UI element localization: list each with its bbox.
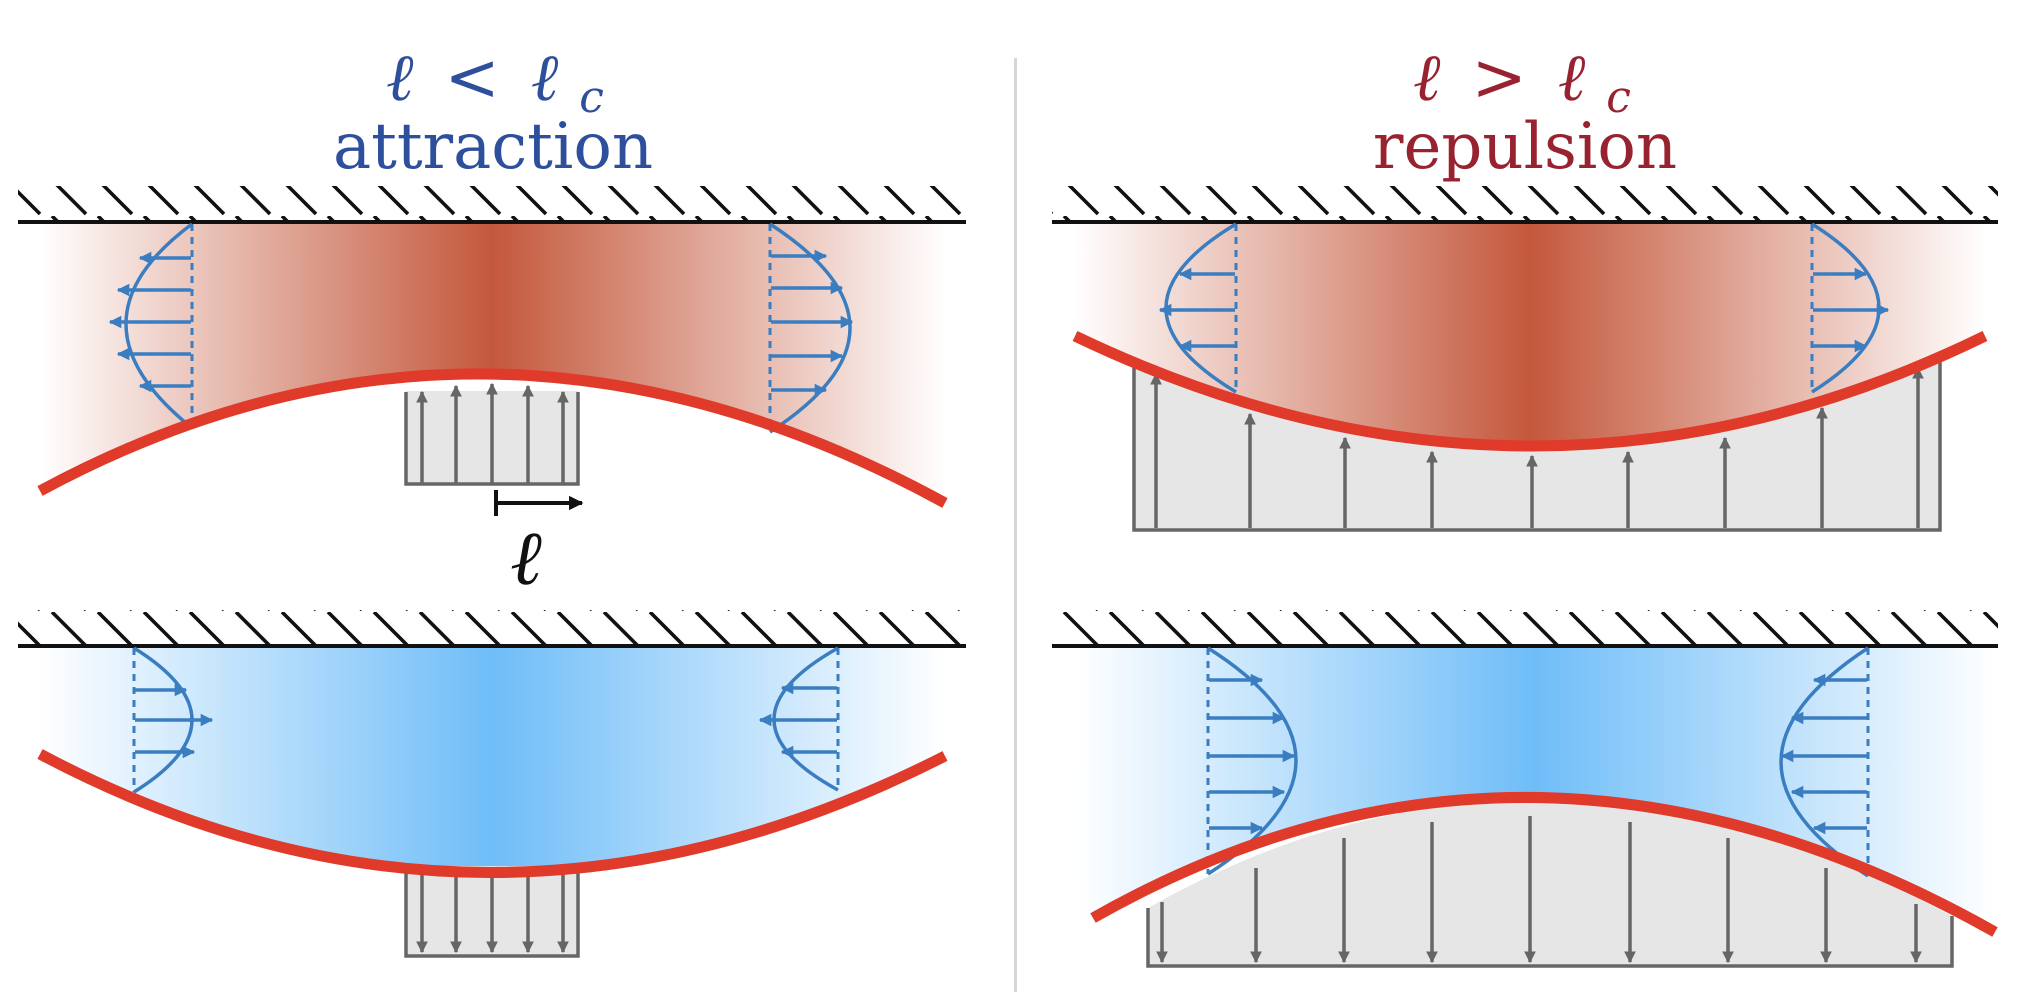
flow-profile-right	[1779, 646, 1870, 878]
left-panel-heading: ℓ < ℓ c attraction	[333, 39, 653, 184]
gap-fluid-cooled	[40, 646, 945, 872]
flow-profile-right	[1810, 222, 1890, 394]
right-top-diagram	[1052, 186, 1998, 532]
flow-profile-left	[108, 222, 194, 430]
membrane-curve	[37, 368, 948, 508]
pressure-region	[1132, 352, 1942, 532]
flow-profile-right	[758, 646, 840, 792]
left-top-diagram: ℓ	[18, 186, 966, 602]
gap-fluid-heated	[40, 222, 945, 499]
wall-hatch	[18, 186, 966, 222]
membrane-curve	[1090, 792, 1998, 937]
wall-hatch	[18, 610, 966, 646]
membrane-curve	[1072, 331, 1988, 452]
right-panel-heading: ℓ > ℓ c repulsion	[1373, 39, 1677, 184]
pressure-region	[404, 866, 580, 958]
wall-hatch	[1052, 186, 1998, 222]
left-condition-label: ℓ < ℓ c	[386, 39, 604, 123]
flow-profile-left	[1158, 222, 1238, 394]
membrane-curve	[37, 749, 948, 878]
gap-fluid-cooled	[1075, 646, 1995, 932]
pressure-region	[1146, 800, 1954, 968]
pressure-region	[404, 382, 580, 486]
right-condition-label: ℓ > ℓ c	[1413, 39, 1631, 123]
left-regime-label: attraction	[333, 110, 653, 184]
panel-divider	[1014, 58, 1017, 992]
wall-hatch	[1052, 610, 1998, 646]
flow-profile-left	[132, 646, 214, 794]
length-label: ℓ	[510, 513, 542, 602]
flow-profile-right	[768, 222, 854, 434]
gap-fluid-heated	[1075, 222, 1985, 446]
right-bottom-diagram	[1052, 610, 1998, 968]
left-bottom-diagram	[18, 610, 966, 958]
length-scale-indicator: ℓ	[494, 490, 584, 602]
right-regime-label: repulsion	[1373, 110, 1677, 184]
